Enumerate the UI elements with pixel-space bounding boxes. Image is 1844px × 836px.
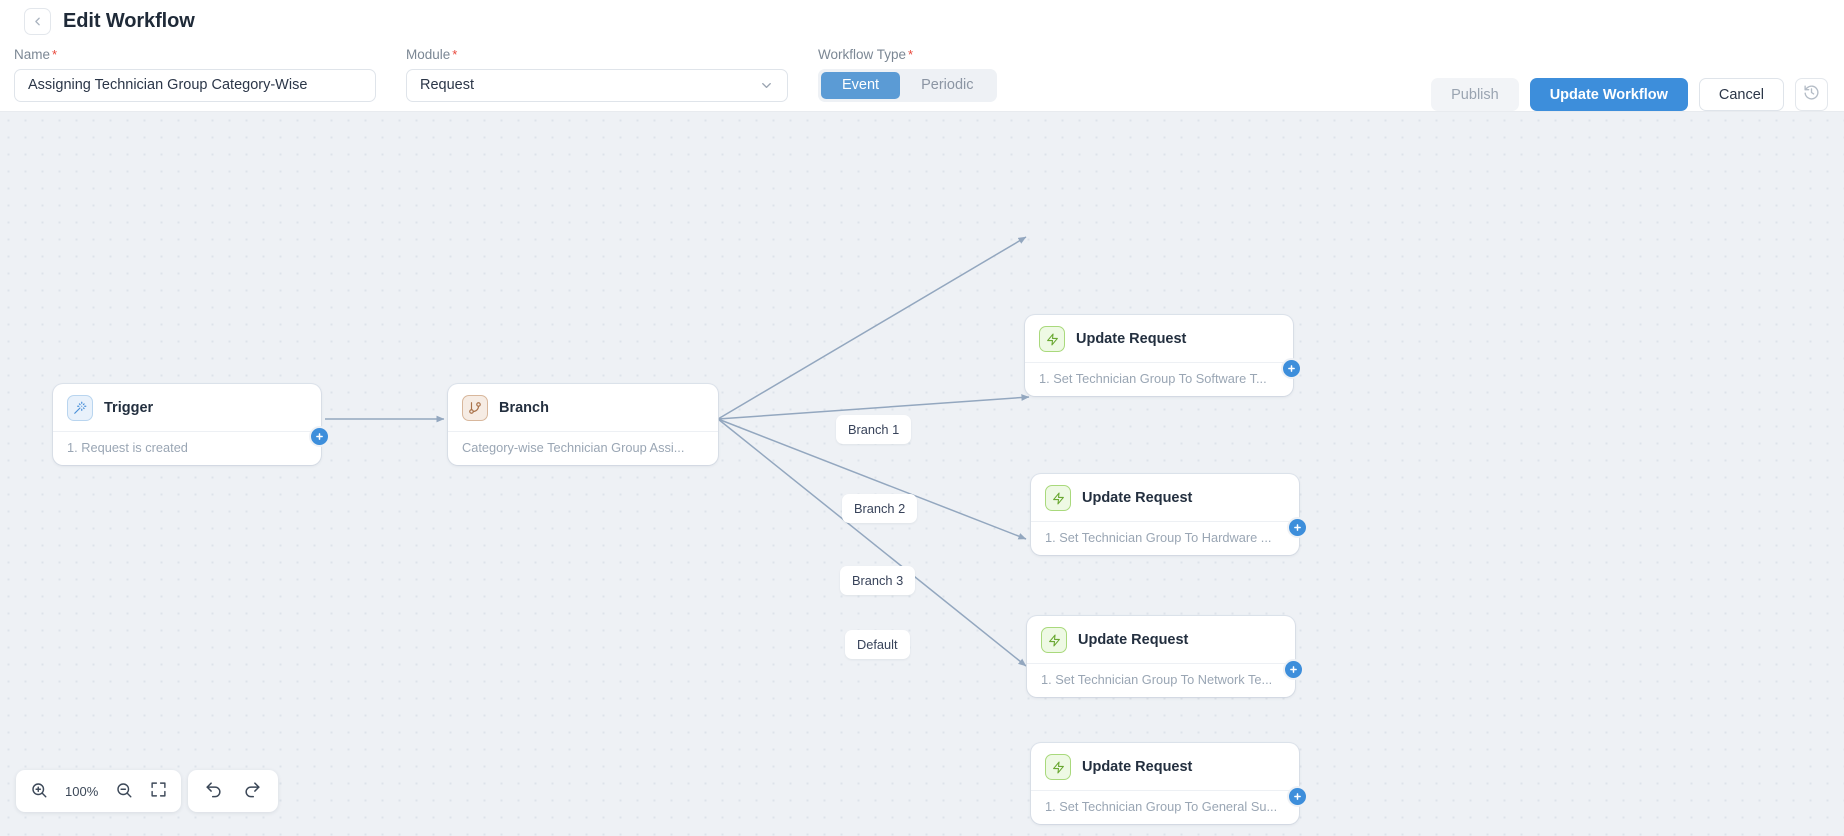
node-update-request-1[interactable]: Update Request 1. Set Technician Group T… — [1025, 315, 1302, 396]
lightning-bolt-icon — [1045, 485, 1071, 511]
history-icon — [1803, 84, 1820, 105]
node-header: Update Request — [1031, 474, 1299, 521]
history-toolbar — [188, 770, 278, 812]
branch-label-1[interactable]: Branch 1 — [836, 415, 912, 444]
name-field-label: Name* — [14, 47, 58, 62]
add-node-button[interactable] — [1287, 517, 1308, 538]
history-button[interactable] — [1795, 78, 1828, 111]
node-header: Update Request — [1031, 743, 1299, 790]
git-branch-icon — [462, 395, 488, 421]
node-title: Update Request — [1082, 490, 1193, 506]
fit-screen-icon — [150, 781, 167, 801]
zoom-in-icon — [30, 781, 48, 802]
node-title: Branch — [499, 400, 549, 416]
node-subtitle: 1. Set Technician Group To Network Te... — [1027, 663, 1295, 697]
zoom-out-button[interactable] — [115, 781, 133, 802]
node-trigger[interactable]: Trigger 1. Request is created — [53, 384, 330, 465]
branch-label-3[interactable]: Branch 3 — [840, 566, 916, 595]
magic-wand-icon — [67, 395, 93, 421]
undo-button[interactable] — [204, 780, 223, 802]
zoom-in-button[interactable] — [30, 781, 48, 802]
lightning-bolt-icon — [1045, 754, 1071, 780]
add-node-button[interactable] — [1283, 659, 1304, 680]
workflow-type-field-label: Workflow Type* — [818, 47, 914, 62]
required-asterisk: * — [52, 47, 58, 62]
node-header: Branch — [448, 384, 718, 431]
update-workflow-button[interactable]: Update Workflow — [1529, 78, 1688, 111]
node-subtitle: 1. Set Technician Group To Software T... — [1025, 362, 1293, 396]
tab-event[interactable]: Event — [821, 71, 901, 99]
zoom-level-label: 100% — [65, 783, 99, 799]
module-field-label: Module* — [406, 47, 458, 62]
node-subtitle: Category-wise Technician Group Assi... — [448, 431, 718, 465]
node-title: Update Request — [1078, 632, 1189, 648]
page-header: Edit Workflow Name* Module* Request Wo — [0, 0, 1844, 112]
redo-icon — [243, 780, 262, 802]
node-title: Trigger — [104, 400, 154, 416]
workflow-type-toggle: Event Periodic — [818, 68, 998, 102]
add-node-button[interactable] — [1281, 358, 1302, 379]
chevron-down-icon — [759, 78, 774, 93]
node-header: Update Request — [1027, 616, 1295, 663]
add-node-button[interactable] — [1287, 786, 1308, 807]
module-select-value: Request — [420, 77, 475, 93]
undo-icon — [204, 780, 223, 802]
cancel-button[interactable]: Cancel — [1698, 78, 1784, 111]
node-title: Update Request — [1076, 331, 1187, 347]
module-select[interactable]: Request — [406, 68, 788, 102]
node-branch[interactable]: Branch Category-wise Technician Group As… — [448, 384, 718, 465]
back-button[interactable] — [24, 8, 51, 35]
module-field-group: Module* Request — [406, 48, 788, 102]
node-header: Update Request — [1025, 315, 1293, 362]
node-subtitle: 1. Set Technician Group To Hardware ... — [1031, 521, 1299, 555]
connector-edges — [325, 236, 1030, 667]
name-input[interactable] — [14, 68, 376, 102]
node-subtitle: 1. Request is created — [53, 431, 321, 465]
lightning-bolt-icon — [1039, 326, 1065, 352]
node-update-request-4[interactable]: Update Request 1. Set Technician Group T… — [1031, 743, 1308, 824]
workflow-canvas[interactable]: Trigger 1. Request is created Branch Cat… — [0, 112, 1844, 836]
zoom-toolbar: 100% — [16, 770, 182, 812]
add-node-button[interactable] — [309, 426, 330, 447]
fit-screen-button[interactable] — [150, 781, 167, 801]
header-actions: Publish Update Workflow Cancel — [1431, 78, 1828, 111]
page-title: Edit Workflow — [63, 10, 195, 32]
branch-label-default[interactable]: Default — [845, 630, 910, 659]
node-subtitle: 1. Set Technician Group To General Su... — [1031, 790, 1299, 824]
workflow-type-field-group: Workflow Type* Event Periodic — [818, 48, 1118, 102]
redo-button[interactable] — [243, 780, 262, 802]
required-asterisk: * — [452, 47, 458, 62]
node-header: Trigger — [53, 384, 321, 431]
chevron-left-icon — [31, 15, 44, 28]
node-update-request-2[interactable]: Update Request 1. Set Technician Group T… — [1031, 474, 1308, 555]
publish-button[interactable]: Publish — [1431, 78, 1519, 111]
branch-label-2[interactable]: Branch 2 — [842, 494, 918, 523]
node-update-request-3[interactable]: Update Request 1. Set Technician Group T… — [1027, 616, 1304, 697]
required-asterisk: * — [908, 47, 914, 62]
tab-periodic[interactable]: Periodic — [900, 72, 994, 99]
node-title: Update Request — [1082, 759, 1193, 775]
zoom-out-icon — [115, 781, 133, 802]
lightning-bolt-icon — [1041, 627, 1067, 653]
title-row: Edit Workflow — [24, 8, 195, 35]
name-field-group: Name* — [14, 48, 376, 102]
